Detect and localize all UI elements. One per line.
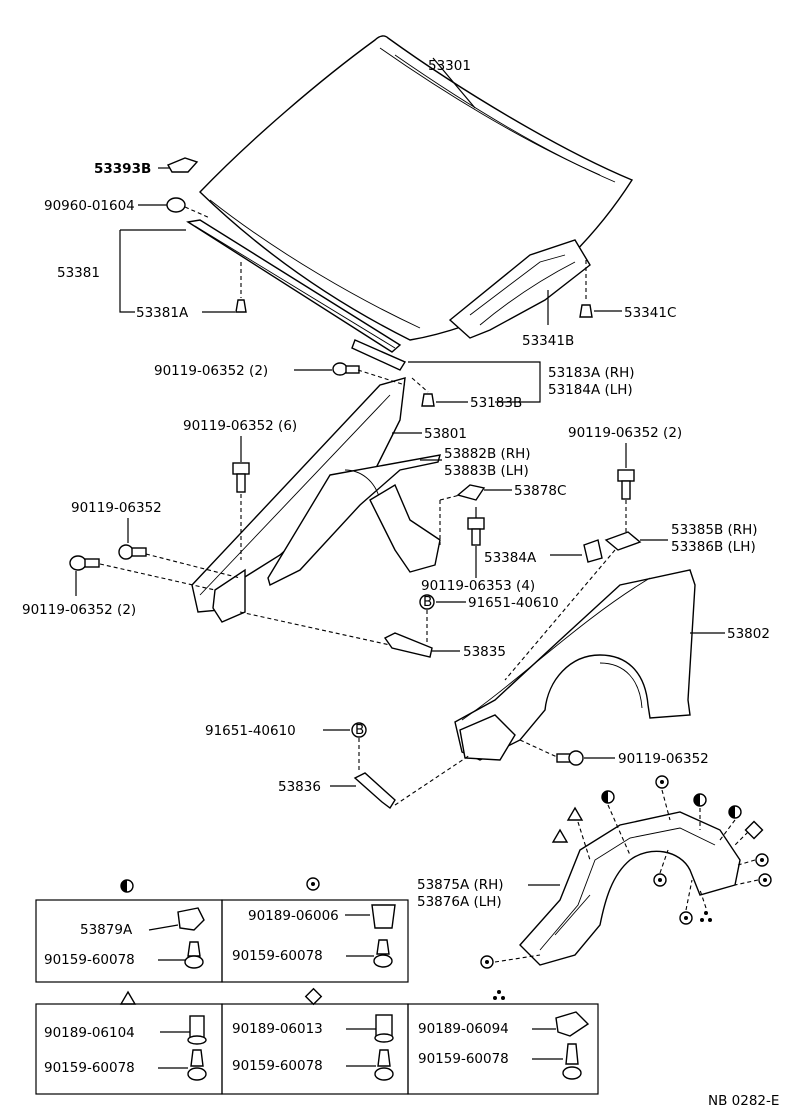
hood-panel <box>199 35 634 341</box>
label-53381a: 53381A <box>136 305 189 321</box>
label-90119-d: 90119-06352 <box>71 500 162 516</box>
legend-ring-bottom: 90159-60078 <box>232 948 323 964</box>
label-53386b: 53386B (LH) <box>671 539 756 555</box>
label-90960: 90960-01604 <box>44 198 135 214</box>
liner-dashes <box>494 789 759 963</box>
bolt-90119-a <box>332 362 360 376</box>
label-53801: 53801 <box>424 426 467 442</box>
legend-diamond-bottom: 90159-60078 <box>232 1058 323 1074</box>
liner-fastener-symbols <box>480 775 772 969</box>
label-90119-b: 90119-06352 (6) <box>183 418 297 434</box>
label-53184a: 53184A (LH) <box>548 382 633 398</box>
legend-triangle-top: 90189-06104 <box>44 1025 135 1041</box>
bracket-53836 <box>353 772 396 810</box>
fender-liner-53875a <box>519 811 741 966</box>
marker-b-b: B <box>351 722 367 738</box>
label-53384a: 53384A <box>484 550 537 566</box>
bracket-53381 <box>119 230 135 313</box>
label-53301: 53301 <box>428 58 471 74</box>
leader-53301 <box>432 57 476 109</box>
clip-53341c <box>579 304 593 318</box>
bracket-53385b <box>604 531 642 551</box>
nut-90189-06013 <box>374 1014 394 1043</box>
bracket-53882b <box>369 483 441 573</box>
label-90119-f: 90119-06352 (2) <box>22 602 136 618</box>
label-53385b: 53385B (RH) <box>671 522 758 538</box>
legend-dots-top: 90189-06094 <box>418 1021 509 1037</box>
label-53341b: 53341B <box>522 333 574 349</box>
label-53802: 53802 <box>727 626 770 642</box>
label-53381: 53381 <box>57 265 100 281</box>
legend-symbol-diamond <box>304 987 323 1006</box>
bolt-90119-b <box>232 462 250 493</box>
clip-53381a <box>235 299 247 313</box>
bolt-90119-d <box>118 544 147 560</box>
marker-b-a: B <box>419 594 435 610</box>
legend-box-ring <box>221 899 409 983</box>
hood-cushion-90960 <box>166 197 186 213</box>
label-53876a: 53876A (LH) <box>417 894 502 910</box>
screw-90159-d <box>374 1049 394 1081</box>
label-53341c: 53341C <box>624 305 676 321</box>
screw-90159-c <box>187 1049 207 1081</box>
label-53883b: 53883B (LH) <box>444 463 529 479</box>
svg-text:B: B <box>423 594 432 610</box>
screw-90159-b <box>373 939 393 968</box>
legend-symbol-half-circle <box>120 879 134 893</box>
legend-half-circle-top: 53879A <box>80 922 133 938</box>
bolt-90119-e <box>467 517 485 546</box>
svg-text:B: B <box>355 722 364 738</box>
label-53183b: 53183B <box>470 395 522 411</box>
legend-symbol-triangle <box>119 990 137 1005</box>
label-90119-a: 90119-06352 (2) <box>154 363 268 379</box>
legend-ring-top: 90189-06006 <box>248 908 339 924</box>
label-91651-b: 91651-40610 <box>205 723 296 739</box>
label-53882b: 53882B (RH) <box>444 446 531 462</box>
label-53835: 53835 <box>463 644 506 660</box>
label-90119-g: 90119-06352 <box>618 751 709 767</box>
fender-apron-53801 <box>191 339 441 623</box>
label-91651-a: 91651-40610 <box>468 595 559 611</box>
legend-half-circle-bottom: 90159-60078 <box>44 952 135 968</box>
clip-53879a <box>177 907 205 931</box>
label-90119-c: 90119-06352 (2) <box>568 425 682 441</box>
drawing-code: NB 0282-E <box>708 1093 779 1109</box>
bracket-53183 <box>408 361 541 403</box>
legend-symbol-ring <box>306 877 320 891</box>
bolt-90119-g <box>556 750 584 766</box>
legend-symbol-dots <box>493 990 505 1000</box>
screw-90159-a <box>184 941 204 969</box>
clip-90189-06094 <box>555 1011 590 1037</box>
screw-90159-e <box>562 1043 582 1080</box>
legend-box-dots <box>407 1003 599 1095</box>
legend-dots-bottom: 90159-60078 <box>418 1051 509 1067</box>
nut-90189-06104 <box>187 1015 207 1045</box>
front-fender-53802 <box>454 569 696 761</box>
bracket-53835 <box>383 632 433 658</box>
bolt-90119-f <box>69 555 100 571</box>
bolt-90119-c <box>617 469 635 500</box>
dash-90960 <box>184 206 211 219</box>
bracket-53878c <box>456 484 486 501</box>
clip-53384a <box>583 539 603 563</box>
label-53393b: 53393B <box>94 161 151 177</box>
label-53183a: 53183A (RH) <box>548 365 635 381</box>
hood-pad-53393b <box>166 157 199 173</box>
legend-diamond-top: 90189-06013 <box>232 1021 323 1037</box>
label-90119-e: 90119-06353 (4) <box>421 578 535 594</box>
label-53836: 53836 <box>278 779 321 795</box>
legend-triangle-bottom: 90159-60078 <box>44 1060 135 1076</box>
clip-53183b <box>421 393 435 407</box>
clip-90189-06006 <box>371 904 396 929</box>
label-53878c: 53878C <box>514 483 566 499</box>
label-53875a: 53875A (RH) <box>417 877 504 893</box>
